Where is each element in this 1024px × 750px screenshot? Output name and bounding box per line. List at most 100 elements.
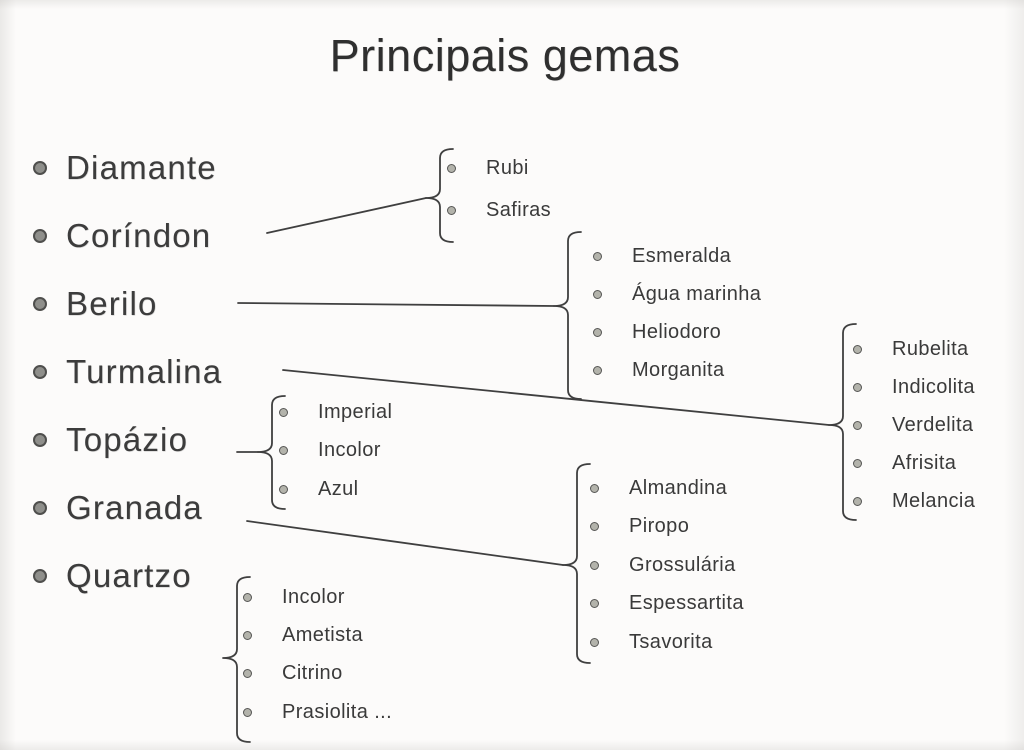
topazio-brace: [257, 395, 286, 510]
bullet-icon: [853, 344, 862, 354]
bullet-icon: [447, 205, 456, 215]
bullet-icon: [243, 630, 252, 640]
list-item: Afrisita: [853, 444, 975, 482]
bullet-icon: [853, 382, 862, 392]
sub-item-label: Rubelita: [892, 337, 969, 360]
sub-item-label: Indicolita: [892, 375, 975, 398]
list-item: Piropo: [590, 508, 744, 547]
bullet-icon: [590, 560, 599, 570]
sub-item-label: Citrino: [282, 662, 343, 685]
main-item-topazio: Topázio: [33, 416, 188, 464]
bullet-icon: [590, 483, 599, 493]
list-item: Azul: [279, 470, 392, 509]
bullet-icon: [33, 569, 47, 583]
sub-item-label: Prasiolita ...: [282, 700, 393, 723]
main-item-corindon: Coríndon: [33, 212, 211, 260]
sub-item-label: Azul: [318, 477, 359, 500]
sub-item-label: Espessartita: [629, 592, 744, 615]
quartzo-brace: [222, 576, 251, 743]
bullet-icon: [593, 289, 602, 299]
main-item-label: Coríndon: [66, 217, 212, 254]
bullet-icon: [590, 522, 599, 532]
list-item: Grossulária: [590, 546, 744, 585]
granada-sub-list: Almandina Piropo Grossulária Espessartit…: [590, 469, 744, 662]
sub-item-label: Imperial: [318, 400, 393, 423]
quartzo-sub-list: Incolor Ametista Citrino Prasiolita ...: [243, 578, 392, 731]
list-item: Incolor: [243, 578, 392, 616]
sub-item-label: Afrisita: [892, 451, 957, 474]
list-item: Rubelita: [853, 330, 975, 368]
list-item: Almandina: [590, 469, 744, 508]
bullet-icon: [33, 297, 47, 311]
sub-item-label: Tsavorita: [629, 630, 713, 653]
bullet-icon: [590, 637, 599, 647]
list-item: Morganita: [593, 351, 761, 389]
bullet-icon: [853, 458, 862, 468]
corindon-brace: [425, 148, 454, 243]
list-item: Safiras: [447, 189, 551, 231]
sub-item-label: Verdelita: [892, 413, 974, 436]
granada-brace: [562, 463, 591, 664]
bullet-icon: [33, 501, 47, 515]
bullet-icon: [279, 446, 288, 456]
page-title: Principais gemas: [329, 30, 681, 81]
sub-item-label: Almandina: [629, 476, 728, 499]
bullet-icon: [33, 161, 47, 175]
bullet-icon: [33, 433, 47, 447]
bullet-icon: [33, 229, 47, 243]
list-item: Indicolita: [853, 368, 975, 406]
sub-item-label: Morganita: [632, 358, 725, 381]
sub-item-label: Melancia: [892, 489, 976, 512]
list-item: Verdelita: [853, 406, 975, 444]
sub-item-label: Incolor: [318, 439, 381, 462]
list-item: Incolor: [279, 432, 392, 471]
main-item-label: Turmalina: [66, 353, 223, 390]
main-item-label: Berilo: [66, 285, 158, 322]
bullet-icon: [243, 592, 252, 602]
berilo-sub-list: Esmeralda Água marinha Heliodoro Morgani…: [593, 237, 761, 389]
bullet-icon: [279, 484, 288, 494]
list-item: Prasiolita ...: [243, 693, 392, 731]
bullet-icon: [243, 669, 252, 679]
bullet-icon: [593, 327, 602, 337]
sub-item-label: Água marinha: [632, 282, 762, 305]
bullet-icon: [853, 420, 862, 430]
turmalina-brace: [828, 323, 857, 521]
sub-item-label: Heliodoro: [632, 320, 722, 343]
main-item-turmalina: Turmalina: [33, 348, 222, 396]
bullet-icon: [447, 163, 456, 173]
main-item-diamante: Diamante: [33, 144, 217, 192]
sub-item-label: Grossulária: [629, 553, 736, 576]
bullet-icon: [33, 365, 47, 379]
sub-item-label: Piropo: [629, 515, 690, 538]
sub-item-label: Ametista: [282, 623, 364, 646]
main-item-label: Topázio: [66, 421, 189, 458]
bullet-icon: [593, 365, 602, 375]
topazio-sub-list: Imperial Incolor Azul: [279, 393, 392, 509]
list-item: Imperial: [279, 393, 392, 432]
sub-item-label: Safiras: [486, 198, 552, 221]
bullet-icon: [593, 251, 602, 261]
berilo-connector-line: [237, 302, 555, 307]
corindon-connector-line: [266, 197, 427, 234]
main-item-label: Granada: [66, 489, 203, 526]
list-item: Espessartita: [590, 585, 744, 624]
list-item: Água marinha: [593, 275, 761, 313]
bullet-icon: [590, 599, 599, 609]
turmalina-sub-list: Rubelita Indicolita Verdelita Afrisita M…: [853, 330, 975, 520]
main-item-label: Diamante: [66, 149, 217, 186]
list-item: Tsavorita: [590, 623, 744, 662]
main-item-label: Quartzo: [66, 557, 192, 594]
turmalina-connector-line: [282, 369, 830, 426]
granada-connector-line: [246, 520, 564, 566]
sub-item-label: Esmeralda: [632, 244, 732, 267]
main-item-granada: Granada: [33, 484, 203, 532]
bullet-icon: [279, 407, 288, 417]
sub-item-label: Incolor: [282, 585, 345, 608]
bullet-icon: [243, 707, 252, 717]
list-item: Esmeralda: [593, 237, 761, 275]
list-item: Melancia: [853, 482, 975, 520]
sub-item-label: Rubi: [486, 156, 529, 179]
